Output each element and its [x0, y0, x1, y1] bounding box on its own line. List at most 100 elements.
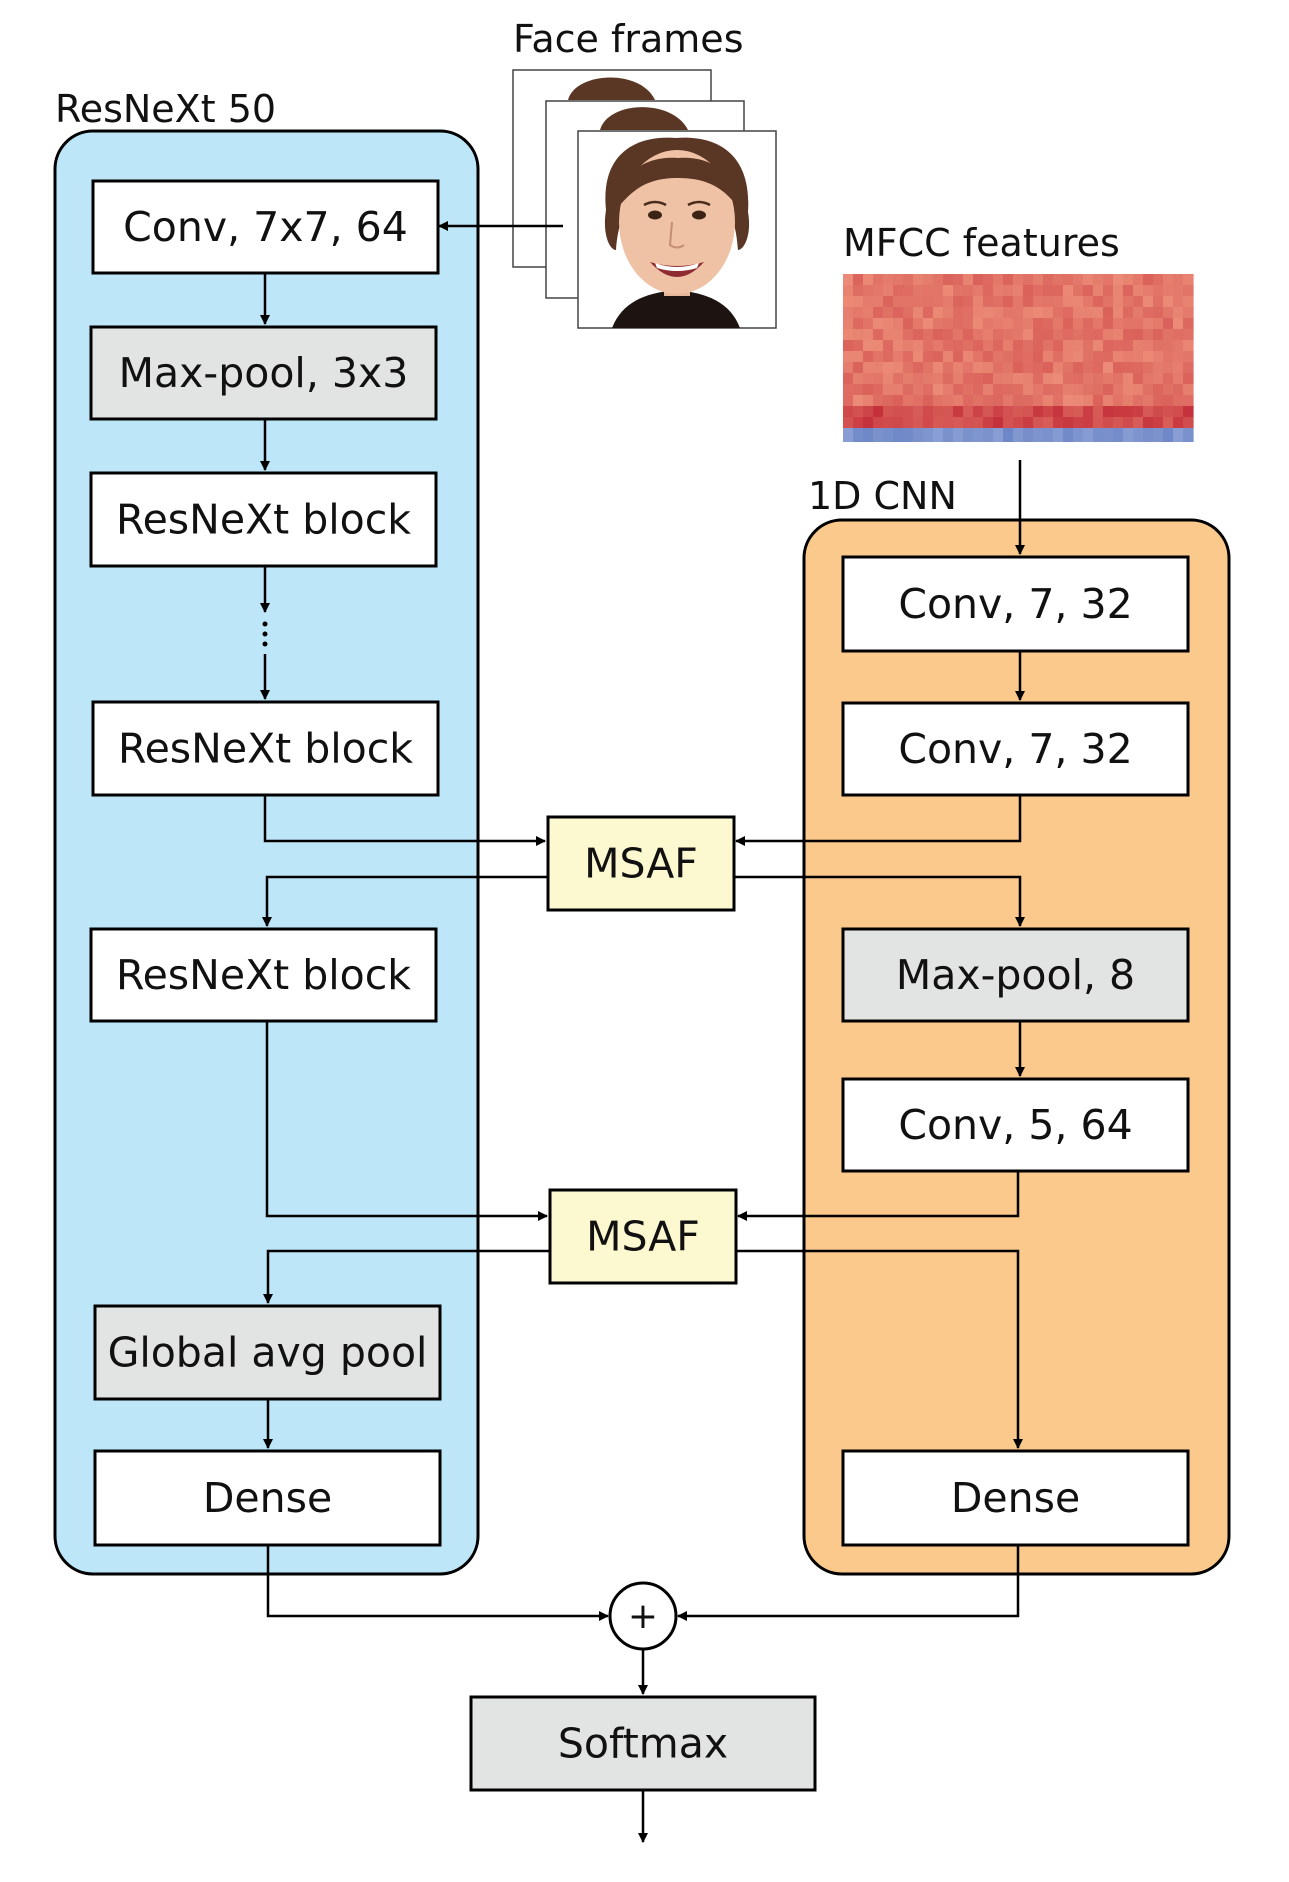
mfcc-cell	[1153, 285, 1164, 297]
mfcc-cell	[883, 274, 894, 286]
mfcc-cell	[1083, 340, 1094, 352]
mfcc-cell	[1013, 351, 1024, 363]
mfcc-cell	[1173, 362, 1184, 374]
mfcc-cell	[1123, 318, 1134, 330]
mfcc-cell	[963, 384, 974, 396]
mfcc-cell	[1103, 428, 1114, 442]
mfcc-cell	[1183, 340, 1194, 352]
mfcc-cell	[843, 274, 854, 286]
mfcc-cell	[873, 373, 884, 385]
mfcc-cell	[893, 329, 904, 341]
mfcc-cell	[953, 307, 964, 319]
mfcc-cell	[973, 285, 984, 297]
mfcc-cell	[1133, 307, 1144, 319]
mfcc-cell	[1093, 395, 1104, 407]
mfcc-cell	[933, 362, 944, 374]
mfcc-cell	[893, 428, 904, 442]
block-a-dense: Dense	[841, 1449, 1190, 1547]
mfcc-cell	[943, 318, 954, 330]
mfcc-cell	[1183, 406, 1194, 418]
mfcc-cell	[1053, 428, 1064, 442]
mfcc-cell	[1033, 384, 1044, 396]
mfcc-cell	[953, 340, 964, 352]
mfcc-cell	[923, 340, 934, 352]
mfcc-cell	[1043, 395, 1054, 407]
mfcc-cell	[1173, 329, 1184, 341]
face-frame-back-head	[568, 77, 655, 100]
mfcc-cell	[1163, 373, 1174, 385]
mfcc-cell	[1003, 384, 1014, 396]
mfcc-cell	[1063, 428, 1074, 442]
mfcc-cell	[1113, 373, 1124, 385]
mfcc-cell	[933, 351, 944, 363]
mfcc-cell	[1113, 428, 1124, 442]
mfcc-cell	[1163, 362, 1174, 374]
mfcc-cell	[883, 296, 894, 308]
mfcc-cell	[873, 351, 884, 363]
mfcc-cell	[993, 340, 1004, 352]
mfcc-cell	[963, 274, 974, 286]
mfcc-cell	[1003, 307, 1014, 319]
mfcc-cell	[1123, 417, 1134, 429]
mfcc-cell	[1033, 329, 1044, 341]
mfcc-cell	[893, 417, 904, 429]
mfcc-cell	[1183, 285, 1194, 297]
mfcc-cell	[863, 428, 874, 442]
mfcc-cell	[873, 417, 884, 429]
mfcc-cell	[1003, 274, 1014, 286]
mfcc-cell	[843, 285, 854, 297]
mfcc-cell	[943, 373, 954, 385]
mfcc-cell	[843, 318, 854, 330]
mfcc-cell	[983, 340, 994, 352]
mfcc-cell	[853, 318, 864, 330]
block-a-conv2: Conv, 7, 32	[841, 701, 1190, 797]
connectors	[260, 221, 1025, 1843]
mfcc-cell	[863, 417, 874, 429]
mfcc-cell	[953, 329, 964, 341]
mfcc-cell	[843, 307, 854, 319]
mfcc-cell	[923, 329, 934, 341]
mfcc-cell	[973, 274, 984, 286]
mfcc-cell	[863, 285, 874, 297]
mfcc-cell	[873, 274, 884, 286]
mfcc-cell	[1083, 417, 1094, 429]
mfcc-cell	[1063, 417, 1074, 429]
mfcc-cell	[1063, 274, 1074, 286]
mfcc-cell	[1033, 351, 1044, 363]
block-r-block3-box	[89, 927, 438, 1023]
mfcc-cell	[1143, 373, 1154, 385]
mfcc-cell	[1043, 428, 1054, 442]
mfcc-cell	[1183, 296, 1194, 308]
mfcc-cell	[1043, 373, 1054, 385]
mfcc-cell	[843, 329, 854, 341]
block-softmax-box	[469, 1695, 817, 1792]
mfcc-cell	[993, 351, 1004, 363]
mfcc-cell	[983, 307, 994, 319]
mfcc-cell	[943, 362, 954, 374]
mfcc-cell	[1103, 318, 1114, 330]
mfcc-cell	[893, 362, 904, 374]
mfcc-cell	[843, 395, 854, 407]
mfcc-cell	[923, 373, 934, 385]
mfcc-cell	[883, 318, 894, 330]
mfcc-cell	[1133, 351, 1144, 363]
mfcc-cell	[1093, 318, 1104, 330]
mfcc-cell	[1073, 406, 1084, 418]
block-msaf1: MSAF	[546, 815, 736, 912]
mfcc-cell	[1023, 384, 1034, 396]
mfcc-cell	[1093, 384, 1104, 396]
mfcc-cell	[933, 340, 944, 352]
mfcc-features-title: MFCC features	[843, 221, 1120, 265]
mfcc-cell	[923, 318, 934, 330]
mfcc-cell	[1163, 417, 1174, 429]
mfcc-cell	[1113, 417, 1124, 429]
mfcc-cell	[1123, 428, 1134, 442]
mfcc-cell	[943, 274, 954, 286]
mfcc-cell	[1113, 351, 1124, 363]
mfcc-cell	[1133, 296, 1144, 308]
mfcc-cell	[933, 406, 944, 418]
mfcc-cell	[893, 285, 904, 297]
mfcc-cell	[863, 329, 874, 341]
mfcc-cell	[853, 395, 864, 407]
mfcc-cell	[1143, 406, 1154, 418]
